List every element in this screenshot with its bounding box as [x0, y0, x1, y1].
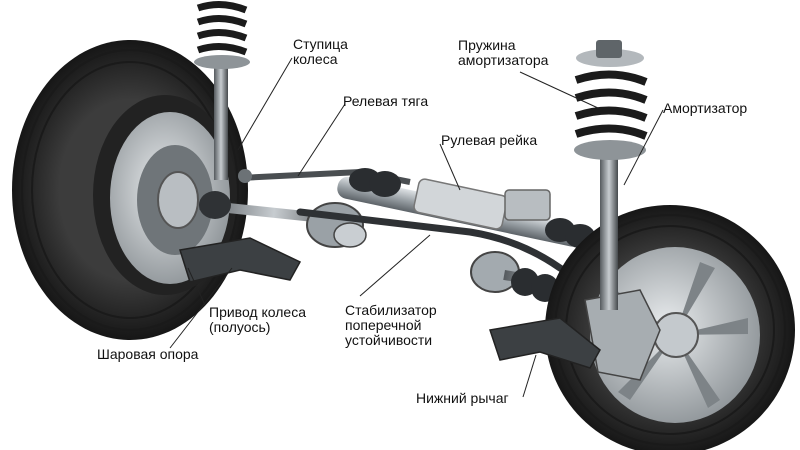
- label-hub-line1: Ступица: [293, 36, 348, 52]
- stabilizer-bar: [296, 208, 614, 304]
- label-stabilizer-line3: устойчивости: [345, 332, 433, 348]
- leader-stabilizer: [359, 234, 431, 297]
- right-strut: [574, 40, 648, 310]
- label-drive-line1: Привод колеса: [209, 304, 306, 320]
- leader-lower-arm: [522, 354, 537, 398]
- label-hub-line2: колеса: [293, 51, 338, 67]
- left-coil-spring: [196, 1, 248, 56]
- label-hub: Ступица колеса: [293, 37, 348, 67]
- leader-rack: [439, 143, 461, 191]
- left-hub: [157, 171, 199, 229]
- label-spring: Пружина амортизатора: [458, 38, 548, 68]
- right-hub: [653, 312, 699, 358]
- left-lower-arm: [179, 237, 302, 283]
- label-stabilizer: Стабилизатор поперечной устойчивости: [345, 303, 437, 348]
- leader-ball-joint: [169, 267, 233, 349]
- rack-boot-left: [349, 168, 401, 197]
- leader-spring: [519, 71, 599, 109]
- label-drive-line2: (полуось): [209, 319, 271, 335]
- steering-rack: [337, 168, 595, 248]
- right-lower-arm: [489, 317, 601, 369]
- label-spring-line1: Пружина: [458, 37, 516, 53]
- left-driveshaft: [198, 191, 367, 248]
- leader-shock: [623, 109, 664, 186]
- label-stabilizer-line2: поперечной: [345, 317, 422, 333]
- right-wheel: [545, 205, 795, 450]
- label-spring-line2: амортизатора: [458, 52, 549, 68]
- label-tie-rod: Релевая тяга: [343, 93, 429, 109]
- leader-tie-rod: [297, 103, 346, 177]
- right-brake-caliper: [584, 289, 661, 381]
- leader-hub: [237, 57, 293, 151]
- label-stabilizer-line1: Стабилизатор: [345, 302, 437, 318]
- leader-lines: [169, 57, 664, 398]
- label-ball-joint: Шаровая опора: [97, 346, 199, 362]
- label-drive: Привод колеса (полуось): [209, 305, 306, 335]
- left-strut: [194, 1, 250, 180]
- tie-rod-end: [238, 169, 252, 183]
- label-shock: Амортизатор: [663, 100, 748, 116]
- left-wheel: [12, 40, 248, 340]
- leader-drive: [187, 267, 206, 306]
- label-lower-arm: Нижний рычаг: [416, 390, 509, 406]
- label-rack: Рулевая рейка: [441, 132, 538, 148]
- right-coil-spring: [574, 70, 648, 140]
